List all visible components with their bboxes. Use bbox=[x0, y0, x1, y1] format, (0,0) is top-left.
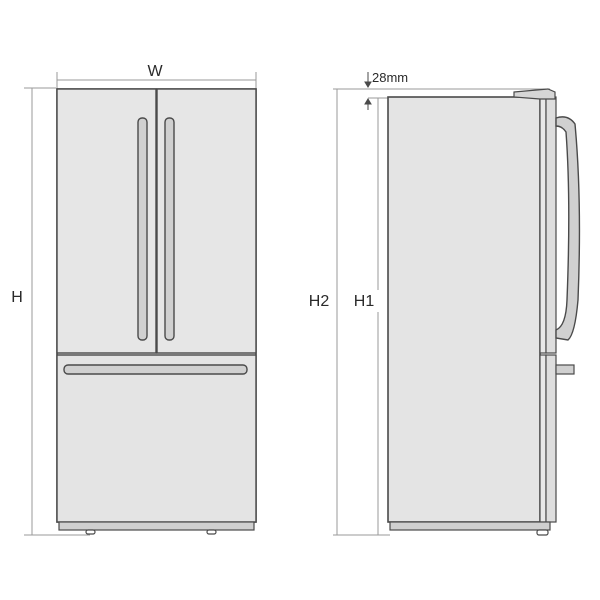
top-offset-marker bbox=[364, 72, 372, 110]
front-foot-left bbox=[85, 529, 96, 535]
h1-dimension bbox=[368, 97, 388, 535]
side-door-edge bbox=[539, 96, 547, 354]
side-foot bbox=[536, 529, 549, 536]
front-foot-right bbox=[206, 529, 217, 535]
left-door-handle bbox=[137, 117, 148, 341]
h1-label-bg bbox=[350, 290, 380, 312]
height-dimension bbox=[24, 87, 90, 536]
drawer-handle bbox=[63, 364, 248, 375]
right-door-handle bbox=[164, 117, 175, 341]
top-offset-label: 28mm bbox=[372, 70, 408, 85]
height-label-bg bbox=[8, 284, 26, 306]
h2-dimension bbox=[333, 88, 550, 536]
h2-label-bg bbox=[305, 290, 335, 312]
side-drawer-front bbox=[545, 354, 557, 523]
h2-label: H2 bbox=[309, 293, 330, 310]
side-drawer-handle bbox=[555, 364, 575, 375]
freezer-drawer bbox=[56, 354, 257, 523]
front-base-grille bbox=[58, 521, 255, 531]
top-hinge-cover bbox=[513, 88, 556, 100]
side-base-grille bbox=[389, 521, 551, 531]
side-view: H2 H1 28mm bbox=[305, 70, 581, 536]
front-view: W H bbox=[8, 63, 257, 536]
h1-label: H1 bbox=[354, 293, 375, 310]
side-cabinet bbox=[387, 96, 541, 523]
side-door-front bbox=[545, 96, 557, 354]
offset-arrow-down-head bbox=[364, 81, 372, 88]
side-door-handle bbox=[555, 116, 581, 341]
width-dimension bbox=[56, 72, 257, 90]
height-label: H bbox=[11, 289, 23, 306]
side-drawer-edge bbox=[539, 354, 547, 523]
width-label: W bbox=[147, 63, 163, 80]
offset-arrow-up-head bbox=[364, 98, 372, 105]
